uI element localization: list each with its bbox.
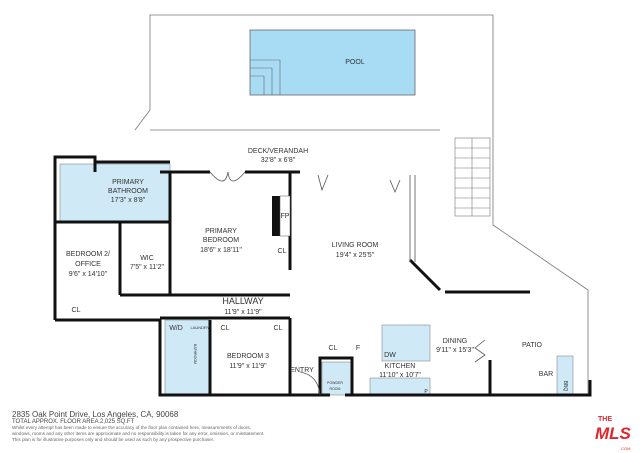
walls <box>53 155 592 397</box>
footer: 2835 Oak Point Drive, Los Angeles, CA, 9… <box>12 410 265 443</box>
dishwasher-label: DW <box>384 352 396 359</box>
living-room-label: LIVING ROOM <box>332 242 379 249</box>
bedroom2-label-2: OFFICE <box>75 261 101 268</box>
primary-bathroom <box>59 163 171 223</box>
fireplace-label: FP <box>281 213 290 220</box>
closet-label: CL <box>278 248 287 255</box>
fridge-label: F <box>356 345 360 352</box>
svg-text:MLS: MLS <box>595 424 632 443</box>
laundry-bath <box>164 319 211 396</box>
patio-label: PATIO <box>522 342 543 349</box>
disclaimer-line-3: This plan is for illustrative purposes o… <box>12 437 215 442</box>
address: 2835 Oak Point Drive, Los Angeles, CA, 9… <box>12 410 179 419</box>
the-mls-logo: THE MLS .COM <box>595 416 632 451</box>
deck-label: DECK/VERANDAH <box>248 148 308 155</box>
primary-bedroom-dims: 18'6" x 18'11" <box>200 247 242 254</box>
exterior-stairs <box>454 137 491 217</box>
wic-dims: 7'5" x 11'2" <box>130 264 164 271</box>
disclaimer-line-1: Whilst every attempt has been made to en… <box>12 425 252 430</box>
bbq-label: BBQ <box>562 381 568 392</box>
floor-area: TOTAL APPROX. FLOOR AREA 2,025 SQ.FT <box>12 419 135 425</box>
primary-bedroom-label-2: BEDROOM <box>203 237 239 244</box>
primary-bathroom-label: PRIMARY <box>112 179 144 186</box>
disclaimer-line-2: windows, rooms and any other items are a… <box>12 431 265 436</box>
lot-outline <box>134 14 589 395</box>
primary-bathroom-dims: 17'3" x 8'8" <box>111 197 146 204</box>
pool-label: POOL <box>345 59 365 66</box>
living-room-dims: 19'4" x 25'5" <box>336 252 375 259</box>
closet-label: CL <box>274 325 283 332</box>
svg-text:THE: THE <box>598 416 612 423</box>
bedroom3-label: BEDROOM 3 <box>227 353 269 360</box>
svg-text:.COM: .COM <box>620 446 630 451</box>
wic-label: WIC <box>140 255 154 262</box>
closet-label: CL <box>221 325 230 332</box>
powder-room-label-2: ROOM <box>330 387 341 391</box>
bar-label: BAR <box>539 371 553 378</box>
powder-room-label: POWDER <box>327 381 343 385</box>
bathroom-label: BATHROOM <box>193 344 197 364</box>
kitchen-island <box>381 324 431 362</box>
laundry-label: LAUNDRY <box>190 325 209 330</box>
bedroom3-dims: 11'9" x 11'9" <box>229 363 267 370</box>
closet-label: CL <box>72 307 81 314</box>
primary-bedroom-label: PRIMARY <box>205 228 237 235</box>
hallway-label: HALLWAY <box>222 296 263 306</box>
closet-label: CL <box>329 345 338 352</box>
powder-room <box>321 361 353 396</box>
primary-bathroom-label-2: BATHROOM <box>108 188 148 195</box>
bedroom2-label: BEDROOM 2/ <box>66 251 110 258</box>
hallway-dims: 11'9" x 11'9" <box>224 309 262 316</box>
pool <box>249 29 416 96</box>
deck-dims: 32'8" x 6'8" <box>261 157 296 164</box>
dining-dims: 9'11" x 15'3" <box>436 347 474 354</box>
entry-label: ENTRY <box>290 367 314 374</box>
dining-label: DINING <box>443 338 468 345</box>
kitchen-counter <box>369 377 431 396</box>
kitchen-label: KITCHEN <box>385 363 416 370</box>
wd-label: W/D <box>169 325 183 332</box>
kitchen-dims: 11'10" x 10'7" <box>379 372 421 379</box>
fireplace <box>272 196 280 236</box>
bedroom2-dims: 9'6" x 14'10" <box>69 271 108 278</box>
pantry-label: P <box>424 389 428 395</box>
